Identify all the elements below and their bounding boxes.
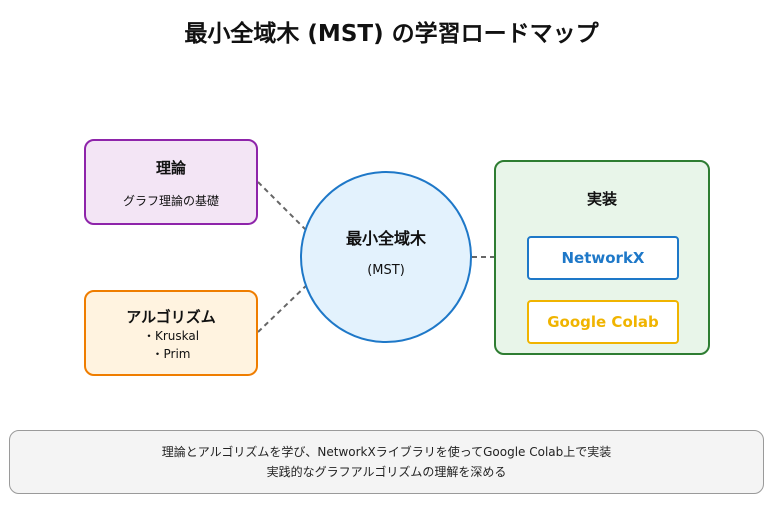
- theory-box: 理論 グラフ理論の基礎: [84, 139, 258, 225]
- theory-heading: 理論: [155, 159, 186, 177]
- implementation-heading: 実装: [586, 190, 617, 208]
- theory-subtitle: グラフ理論の基礎: [122, 194, 219, 208]
- mst-heading: 最小全域木: [345, 229, 426, 248]
- implementation-box: 実装 NetworkX Google Colab: [494, 160, 710, 355]
- algorithm-item-kruskal: ・Kruskal: [142, 329, 200, 343]
- page-title: 最小全域木 (MST) の学習ロードマップ: [184, 21, 599, 47]
- networkx-chip: NetworkX: [527, 236, 679, 280]
- google-colab-chip: Google Colab: [527, 300, 679, 344]
- algorithms-heading: アルゴリズム: [126, 308, 216, 326]
- algorithms-box: アルゴリズム ・Kruskal ・Prim: [84, 290, 258, 376]
- mst-center-circle: 最小全域木 (MST): [300, 171, 472, 343]
- footer-line-1: 理論とアルゴリズムを学び、NetworkXライブラリを使ってGoogle Col…: [161, 445, 612, 459]
- connector-algorithms: [257, 281, 311, 333]
- summary-footer: 理論とアルゴリズムを学び、NetworkXライブラリを使ってGoogle Col…: [9, 430, 764, 494]
- mst-subtitle: (MST): [367, 263, 405, 278]
- connector-theory: [257, 181, 313, 237]
- algorithm-item-prim: ・Prim: [151, 347, 191, 361]
- footer-line-2: 実践的なグラフアルゴリズムの理解を深める: [266, 465, 507, 479]
